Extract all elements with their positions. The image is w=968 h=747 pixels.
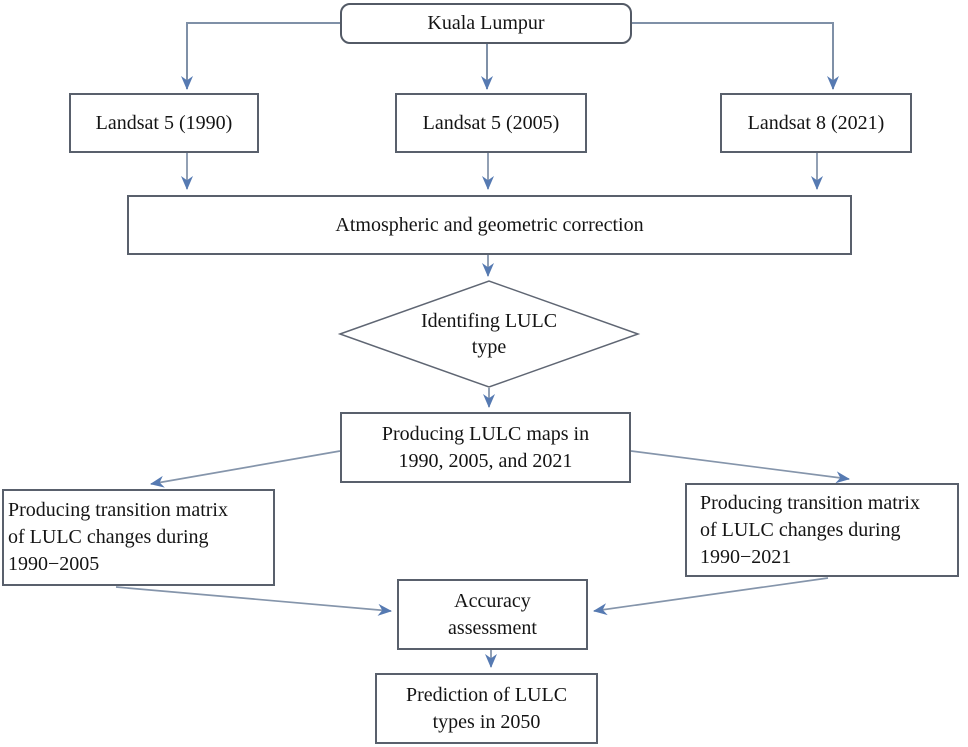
arrow-transition-1990-2021-to-accuracy	[593, 577, 829, 616]
arrow-transition-1990-2005-to-accuracy	[115, 586, 392, 616]
arrow-kualalumpur-to-landsat5-1990	[181, 22, 340, 90]
node-identify-lulc: Identifing LULC type	[389, 305, 589, 363]
arrow-maps-to-transition-1990-2005	[150, 450, 341, 488]
node-landsat5-2005-label: Landsat 5 (2005)	[422, 111, 560, 134]
node-landsat8-2021: Landsat 8 (2021)	[720, 93, 912, 153]
node-correction: Atmospheric and geometric correction	[127, 195, 852, 255]
node-transition-1990-2021: Producing transition matrix of LULC chan…	[685, 483, 959, 577]
arrow-kualalumpur-to-landsat8-2021	[632, 22, 839, 90]
node-transition-1990-2021-label: Producing transition matrix of LULC chan…	[700, 491, 920, 568]
node-lulc-maps-label: Producing LULC maps in 1990, 2005, and 2…	[381, 422, 590, 472]
identify-diamond-shape	[337, 280, 641, 388]
node-correction-label: Atmospheric and geometric correction	[335, 213, 644, 236]
node-lulc-maps: Producing LULC maps in 1990, 2005, and 2…	[340, 412, 631, 483]
arrow-maps-to-transition-1990-2021	[630, 450, 850, 484]
node-identify-lulc-label: Identifing LULC type	[420, 310, 558, 358]
node-accuracy: Accuracy assessment	[397, 579, 588, 650]
node-transition-1990-2005-label: Producing transition matrix of LULC chan…	[8, 499, 228, 575]
node-accuracy-label: Accuracy assessment	[448, 589, 537, 639]
node-kuala-lumpur: Kuala Lumpur	[340, 3, 632, 44]
node-kuala-lumpur-label: Kuala Lumpur	[427, 12, 545, 34]
node-prediction: Prediction of LULC types in 2050	[375, 673, 598, 744]
node-landsat8-2021-label: Landsat 8 (2021)	[747, 111, 885, 134]
node-landsat5-1990-label: Landsat 5 (1990)	[95, 111, 233, 134]
node-transition-1990-2005: Producing transition matrix of LULC chan…	[2, 489, 275, 586]
node-landsat5-2005: Landsat 5 (2005)	[395, 93, 587, 153]
node-landsat5-1990: Landsat 5 (1990)	[69, 93, 259, 153]
node-prediction-label: Prediction of LULC types in 2050	[405, 683, 568, 733]
